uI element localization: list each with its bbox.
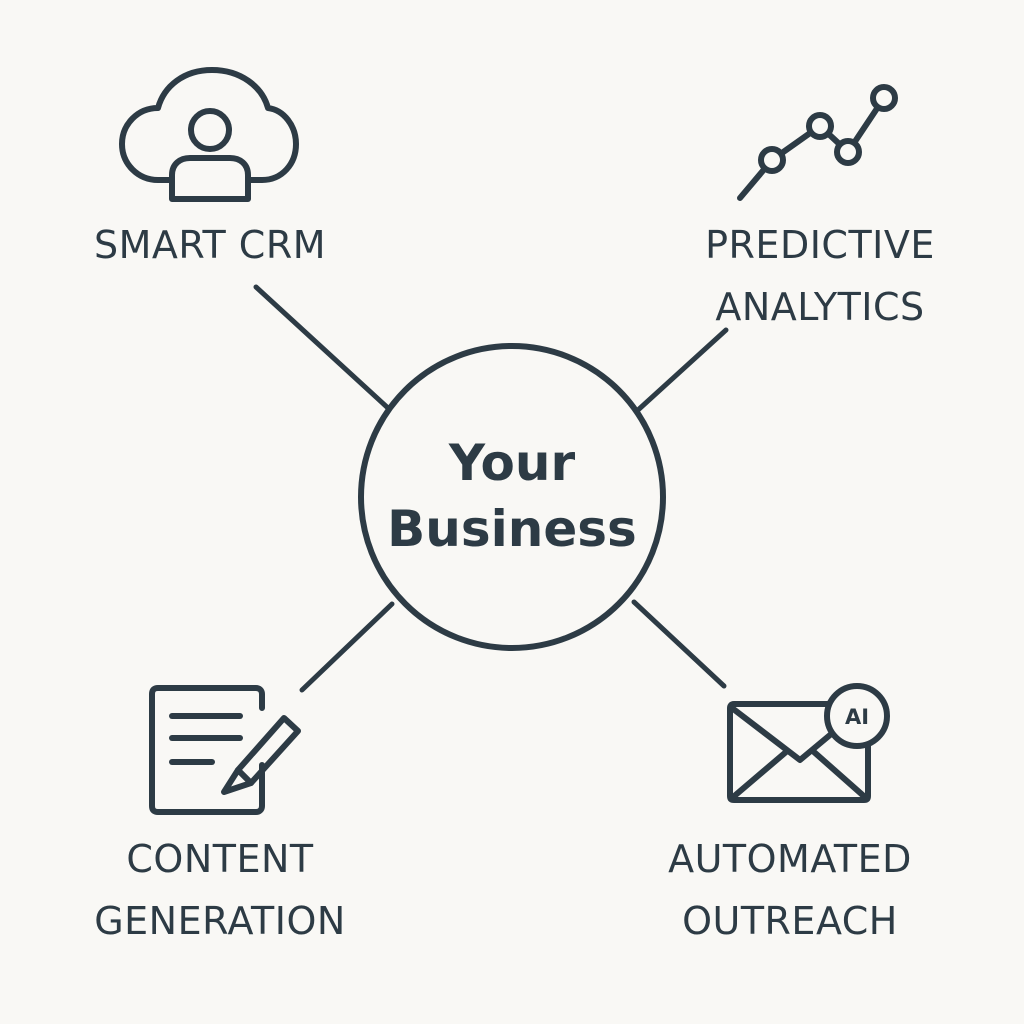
connector-content-generation bbox=[299, 601, 395, 693]
center-label: Your Business bbox=[362, 430, 662, 562]
content-generation-label-line1: CONTENT bbox=[126, 837, 314, 881]
automated-outreach-label: AUTOMATED OUTREACH bbox=[640, 828, 940, 952]
connector-automated-outreach bbox=[631, 599, 727, 689]
smart-crm-label: SMART CRM bbox=[60, 214, 360, 276]
content-generation-label: CONTENT GENERATION bbox=[70, 828, 370, 952]
connector-predictive-analytics bbox=[635, 327, 729, 413]
center-label-line1: Your bbox=[448, 434, 576, 492]
document-pencil-icon bbox=[149, 685, 301, 815]
center-label-line2: Business bbox=[387, 500, 637, 558]
connector-smart-crm bbox=[253, 284, 391, 411]
line-chart-icon bbox=[737, 84, 898, 201]
smart-crm-label-text: SMART CRM bbox=[93, 223, 327, 267]
center-circle bbox=[358, 343, 666, 651]
ai-badge bbox=[824, 683, 890, 749]
content-generation-label-line2: GENERATION bbox=[94, 899, 346, 943]
ai-badge-text: AI bbox=[845, 705, 869, 729]
predictive-analytics-label-line1: PREDICTIVE bbox=[705, 223, 935, 267]
predictive-analytics-label: PREDICTIVE ANALYTICS bbox=[670, 214, 970, 338]
ai-envelope-icon: AI bbox=[727, 683, 890, 803]
automated-outreach-label-line1: AUTOMATED bbox=[668, 837, 912, 881]
cloud-user-icon bbox=[119, 67, 299, 202]
automated-outreach-label-line2: OUTREACH bbox=[682, 899, 898, 943]
predictive-analytics-label-line2: ANALYTICS bbox=[715, 285, 925, 329]
